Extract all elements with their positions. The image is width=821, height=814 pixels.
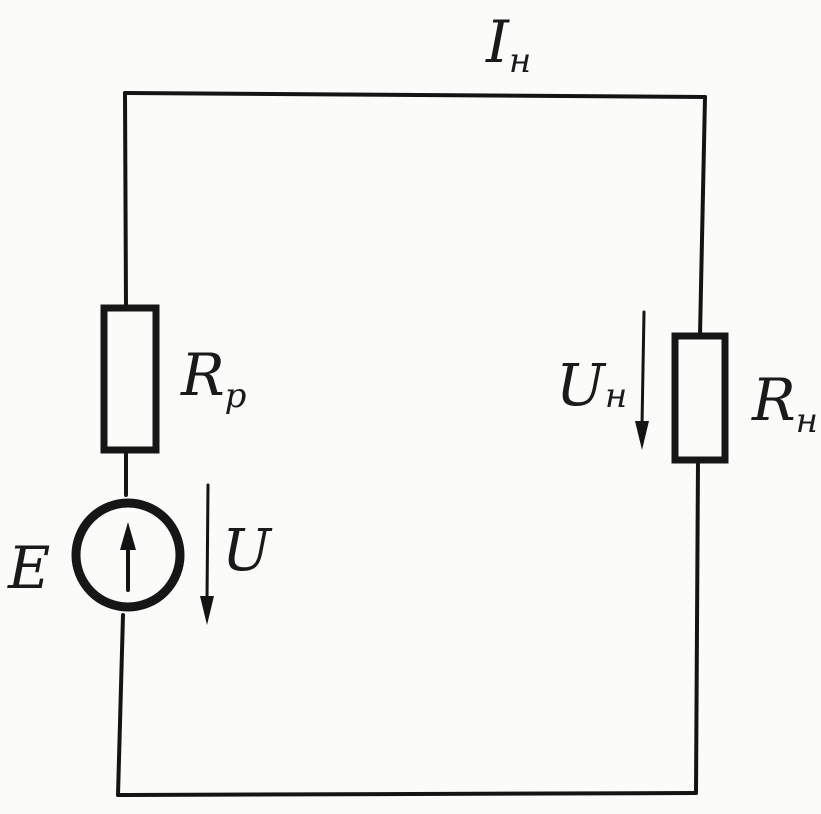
left-wire-lower — [116, 613, 125, 797]
left-wire-upper — [123, 91, 128, 310]
internal-resistor — [100, 304, 160, 454]
terminal-voltage-arrow-head — [200, 596, 214, 625]
source-emf-label: E — [7, 534, 50, 602]
bottom-wire — [116, 791, 698, 797]
load-voltage-label: Uн — [556, 351, 627, 419]
internal-resistor-label: Rр — [180, 341, 246, 416]
terminal-voltage-arrow-shaft — [205, 483, 210, 602]
load-current-label: Iн — [485, 8, 531, 81]
right-wire-lower — [694, 458, 700, 795]
top-wire — [123, 91, 707, 99]
right-wire-upper — [698, 95, 707, 337]
load-voltage-arrow-shaft — [640, 310, 646, 427]
load-voltage-arrow-head — [635, 421, 649, 450]
load-resistor-label: Rн — [751, 366, 818, 441]
load-resistor — [671, 332, 729, 464]
terminal-voltage-label: U — [222, 516, 273, 584]
source-arrow-head — [120, 522, 136, 550]
